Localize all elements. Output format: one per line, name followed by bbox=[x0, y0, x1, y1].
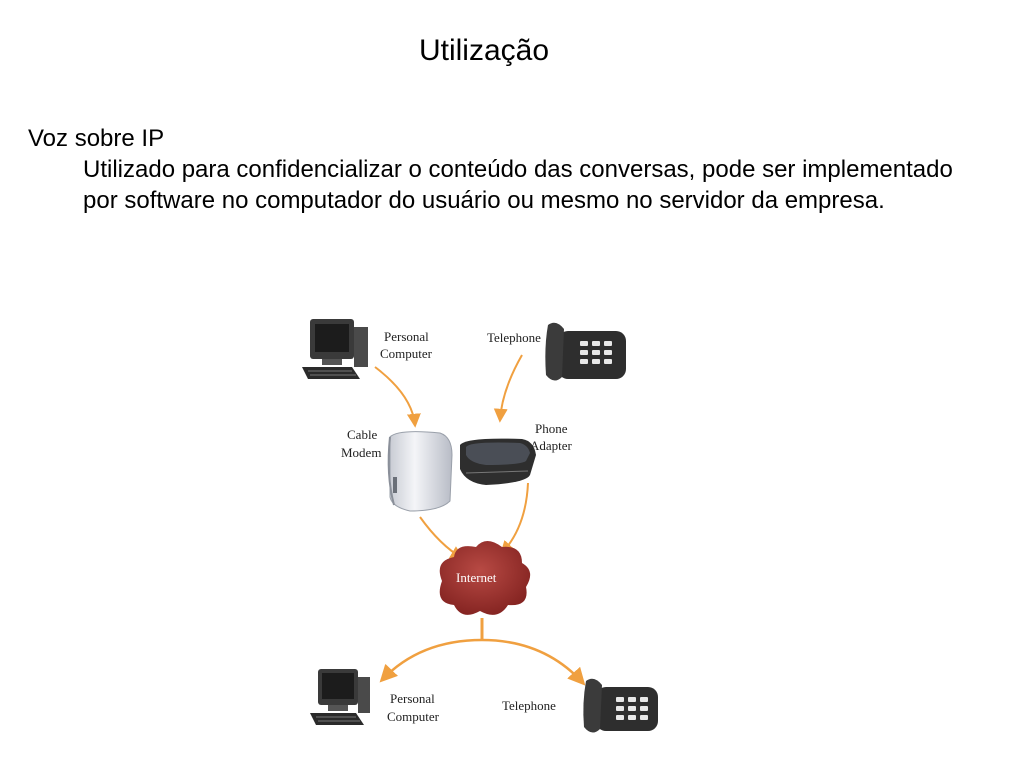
cable-modem-icon bbox=[387, 431, 453, 512]
arrow-internet-to-phone bbox=[481, 638, 586, 686]
bullet-text: Utilizado para confidencializar o conteú… bbox=[83, 156, 953, 214]
arrow-adapter-to-internet bbox=[500, 482, 529, 556]
pc-bottom-label-line2: Computer bbox=[387, 709, 440, 724]
arrow-pc-to-modem bbox=[374, 366, 421, 428]
pc-top-label-line2: Computer bbox=[380, 346, 433, 361]
telephone-top-icon bbox=[545, 322, 626, 381]
connection-arrows bbox=[374, 354, 586, 686]
phone-adapter-icon bbox=[460, 438, 536, 485]
adapter-label-line2: Adapter bbox=[530, 438, 573, 453]
telephone-bottom-icon bbox=[583, 678, 658, 733]
computer-bottom-icon bbox=[310, 669, 370, 725]
internet-cloud-icon bbox=[439, 541, 531, 615]
voip-diagram: Personal Computer Telephone Cable Modem bbox=[302, 319, 658, 733]
computer-top-icon bbox=[302, 319, 368, 379]
internet-label: Internet bbox=[456, 570, 497, 585]
phone-top-label: Telephone bbox=[487, 330, 541, 345]
bullet-heading: Voz sobre IP bbox=[28, 125, 165, 152]
slide-title: Utilização bbox=[418, 34, 550, 67]
pc-bottom-label-line1: Personal bbox=[390, 691, 435, 706]
arrow-internet-to-pc bbox=[379, 638, 483, 683]
phone-bottom-label: Telephone bbox=[502, 698, 556, 713]
adapter-label-line1: Phone bbox=[535, 421, 568, 436]
pc-top-label-line1: Personal bbox=[384, 329, 429, 344]
modem-label-line1: Cable bbox=[347, 427, 378, 442]
arrow-phone-to-adapter bbox=[493, 354, 523, 423]
modem-label-line2: Modem bbox=[341, 445, 381, 460]
